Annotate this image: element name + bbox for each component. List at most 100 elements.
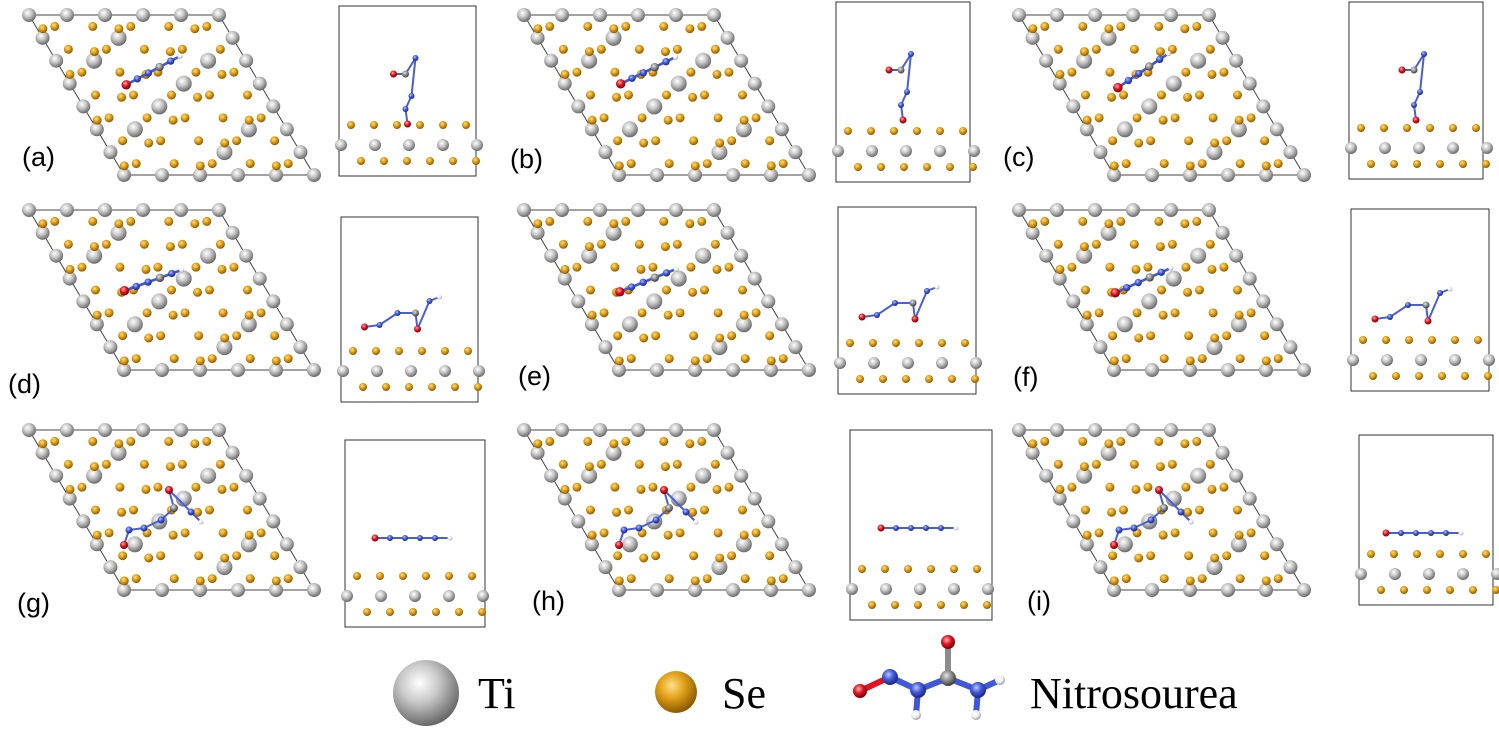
ti-atom xyxy=(1107,583,1121,597)
se-atom xyxy=(270,331,280,341)
ti-atom xyxy=(1183,168,1197,182)
panel-e: (e) xyxy=(517,203,982,395)
se-atom xyxy=(1109,161,1119,171)
se-atom xyxy=(690,576,700,586)
se-atom xyxy=(712,484,722,494)
se-atom xyxy=(1167,44,1177,54)
ti-atom xyxy=(1145,168,1159,182)
se-atom xyxy=(169,159,179,169)
molecule-atom xyxy=(904,89,910,95)
se-atom xyxy=(1234,530,1244,540)
ti-atom xyxy=(1206,339,1223,356)
se-atom xyxy=(724,67,734,77)
molecule-atom xyxy=(414,325,421,333)
se-atom xyxy=(1400,586,1408,594)
molecule-atom xyxy=(1412,116,1420,124)
se-atom xyxy=(1104,439,1114,449)
se-atom xyxy=(613,551,623,561)
ti-atom xyxy=(1025,225,1040,240)
ti-atom xyxy=(1039,248,1054,263)
se-atom xyxy=(89,462,99,472)
se-atom xyxy=(651,136,661,146)
se-atom xyxy=(533,439,543,449)
molecule-atom xyxy=(132,282,140,291)
ti-atom xyxy=(846,583,858,595)
se-atom xyxy=(659,21,669,31)
molecule-atom xyxy=(1437,290,1443,296)
se-atom xyxy=(393,121,401,129)
molecule-atom xyxy=(672,54,679,60)
se-atom xyxy=(727,551,737,561)
se-atom xyxy=(229,482,239,492)
se-atom xyxy=(610,482,620,492)
ti-atom xyxy=(598,145,613,160)
ti-atom xyxy=(621,536,638,553)
se-atom xyxy=(713,528,723,538)
ti-atom xyxy=(1126,423,1140,437)
molecule-atom xyxy=(923,525,929,531)
ti-atom xyxy=(711,144,728,161)
ti-atom xyxy=(335,139,347,151)
se-atom xyxy=(144,553,154,563)
ti-atom xyxy=(914,583,926,595)
se-atom xyxy=(91,505,100,515)
ti-atom xyxy=(216,339,233,356)
se-atom xyxy=(229,67,239,77)
se-atom xyxy=(139,44,149,54)
se-atom xyxy=(1180,24,1190,34)
molecule-atom xyxy=(1123,284,1131,292)
se-atom xyxy=(190,219,200,229)
top-view xyxy=(1012,8,1311,182)
ti-atom xyxy=(252,271,267,286)
molecule-atom xyxy=(682,508,690,516)
se-atom xyxy=(177,239,187,249)
se-atom xyxy=(856,375,864,383)
se-atom xyxy=(1105,482,1115,492)
molecule-atom xyxy=(1130,524,1138,532)
ti-atom xyxy=(621,316,638,333)
ti-atom xyxy=(409,590,421,602)
se-atom xyxy=(1423,586,1431,594)
se-atom xyxy=(126,21,136,31)
ti-atom xyxy=(1079,537,1094,552)
ti-atom xyxy=(593,203,607,217)
side-view xyxy=(832,1,980,183)
ti-atom xyxy=(650,168,664,182)
se-atom xyxy=(1260,331,1270,341)
ti-atom xyxy=(341,590,353,602)
ti-atom xyxy=(832,145,844,157)
se-atom xyxy=(270,551,280,561)
se-atom xyxy=(445,572,453,580)
se-atom xyxy=(50,436,60,446)
ti-atom xyxy=(225,445,240,460)
side-view-box xyxy=(1350,208,1490,392)
ti-atom xyxy=(35,225,50,240)
se-atom xyxy=(1390,550,1398,558)
ti-atom xyxy=(1202,423,1216,437)
se-atom xyxy=(614,576,624,586)
molecule-atom xyxy=(1147,516,1155,524)
se-atom xyxy=(142,308,152,318)
se-atom xyxy=(624,505,633,515)
ti-atom xyxy=(307,583,321,597)
ti-atom xyxy=(802,168,816,182)
ti-atom xyxy=(631,8,645,22)
ti-atom xyxy=(369,139,381,151)
side-view-box xyxy=(338,5,477,177)
molecule-atom xyxy=(170,504,178,512)
molecule-atom xyxy=(144,69,153,77)
se-atom xyxy=(395,347,403,355)
se-atom xyxy=(1208,528,1218,538)
se-atom xyxy=(713,113,723,123)
ti-atom xyxy=(279,317,294,332)
se-atom xyxy=(672,239,682,249)
se-atom xyxy=(1132,113,1142,123)
se-atom xyxy=(609,24,619,34)
se-atom xyxy=(1146,331,1156,341)
ti-atom xyxy=(720,30,735,45)
se-atom xyxy=(1116,436,1126,446)
se-atom xyxy=(229,262,239,272)
se-atom xyxy=(715,553,725,563)
molecule-bond xyxy=(1419,53,1425,93)
ti-atom xyxy=(555,423,569,437)
